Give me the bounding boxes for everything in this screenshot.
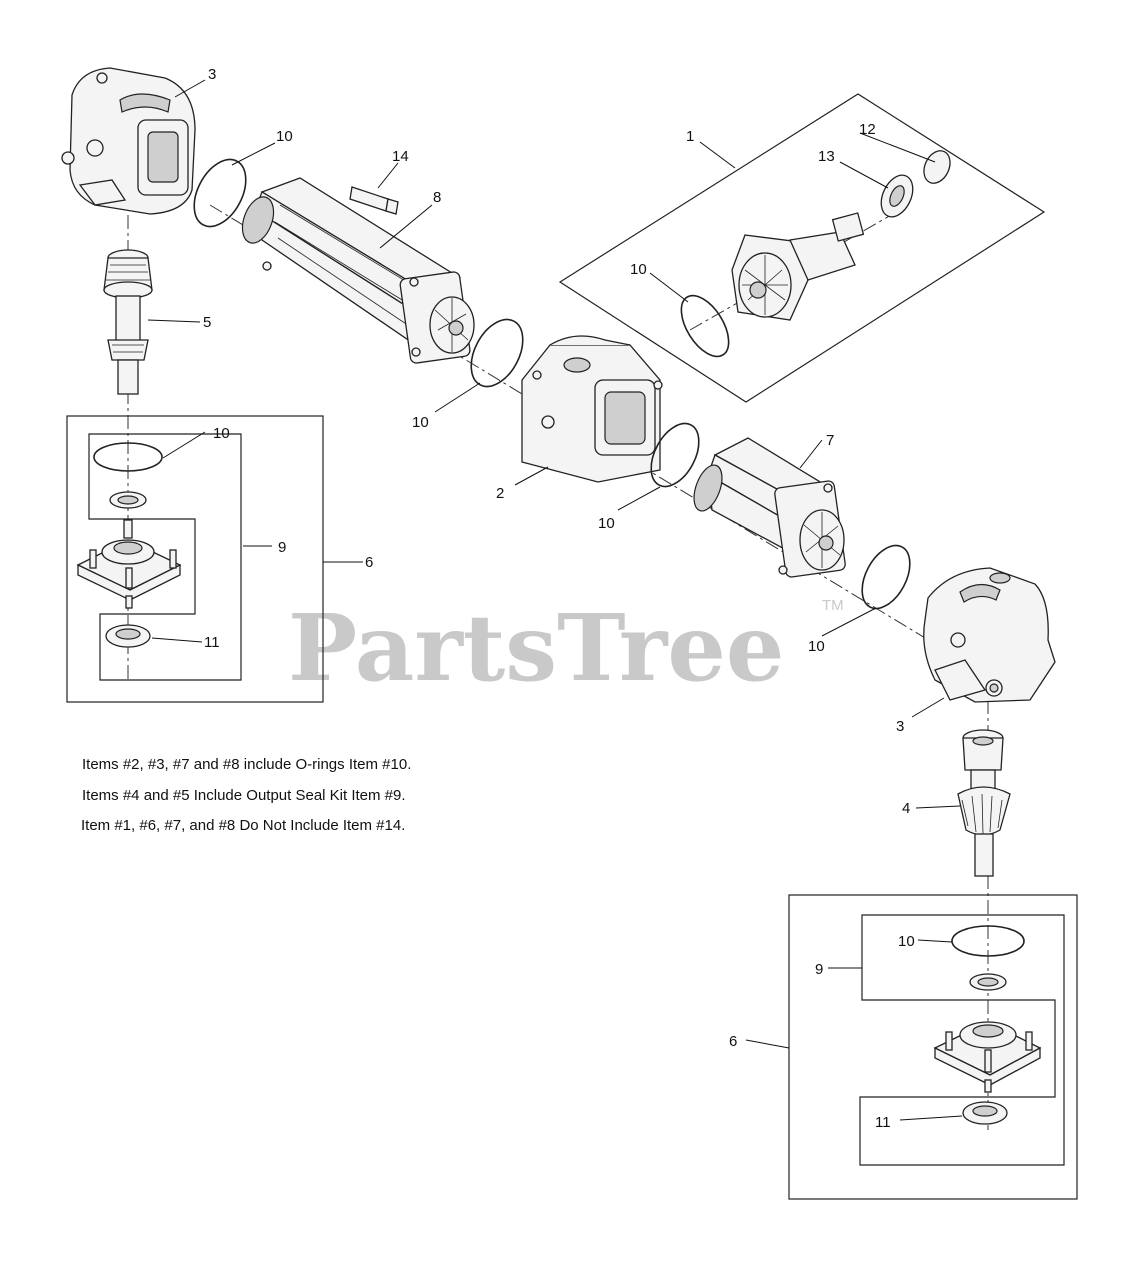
tube-housing-long: [241, 177, 475, 364]
callout-3: 3: [208, 66, 216, 83]
output-shaft-left: [103, 249, 153, 395]
o-ring-3: [650, 422, 700, 488]
callout-9: 9: [815, 961, 823, 978]
callout-10: 10: [412, 414, 429, 431]
note-line-1: Items #2, #3, #7 and #8 include O-rings …: [82, 756, 412, 773]
input-shaft-assembly: [731, 212, 865, 321]
o-ring-right-kit: [951, 925, 1025, 957]
callout-labels: 3 10 14 8 1 12 13 10 5 10 2 10 10 7 9 6 …: [203, 66, 915, 1131]
callout-14: 14: [392, 148, 409, 165]
kit-9-outline-right: [859, 914, 1065, 1166]
callout-6: 6: [729, 1033, 737, 1050]
callout-11: 11: [875, 1114, 891, 1131]
callout-2: 2: [496, 485, 504, 502]
callout-5: 5: [203, 314, 211, 331]
callout-10: 10: [630, 261, 647, 278]
gearbox-housing-right: [923, 567, 1056, 703]
callout-9: 9: [278, 539, 286, 556]
output-shaft-right: [957, 729, 1011, 877]
note-line-2: Items #4 and #5 Include Output Seal Kit …: [82, 787, 406, 804]
callout-3: 3: [896, 718, 904, 735]
bearing-cap-left: [76, 519, 182, 609]
stud-bolt: [349, 186, 399, 215]
callout-10: 10: [898, 933, 915, 950]
callout-13: 13: [818, 148, 835, 165]
callout-11: 11: [204, 634, 220, 651]
seal-11-left: [105, 624, 151, 648]
callout-7: 7: [826, 432, 834, 449]
tube-housing-short: [693, 437, 846, 578]
o-ring-left-kit: [93, 442, 163, 472]
kit-6-outline-left: [66, 415, 324, 703]
thrust-washer-hole: [889, 185, 905, 207]
callout-10: 10: [808, 638, 825, 655]
watermark-tm: TM: [822, 597, 844, 614]
leader-lines: [147, 79, 963, 1121]
callout-1: 1: [686, 128, 694, 145]
center-gearbox-housing: [521, 335, 663, 483]
kit-6-outline-right: [788, 894, 1078, 1200]
callout-12: 12: [859, 121, 876, 138]
note-line-3: Item #1, #6, #7, and #8 Do Not Include I…: [81, 817, 406, 834]
bearing-cap-right: [933, 1021, 1042, 1093]
callout-4: 4: [902, 800, 910, 817]
callout-10: 10: [213, 425, 230, 442]
seal-left-kit: [109, 491, 147, 509]
kit-1-outline: [558, 93, 1046, 403]
seal-11-right: [962, 1101, 1008, 1125]
seal-right-kit: [969, 973, 1007, 991]
o-ring-4: [861, 544, 911, 610]
callout-10: 10: [276, 128, 293, 145]
o-ring-2: [470, 318, 524, 388]
callout-8: 8: [433, 189, 441, 206]
gearbox-housing-top-left: [61, 67, 196, 215]
o-ring-1: [193, 158, 247, 228]
callout-10: 10: [598, 515, 615, 532]
watermark-text: PartsTree: [288, 594, 784, 702]
seal-ring: [923, 150, 951, 184]
kit-9-outline-left: [88, 433, 242, 681]
o-ring-kit: [680, 294, 730, 358]
callout-6: 6: [365, 554, 373, 571]
